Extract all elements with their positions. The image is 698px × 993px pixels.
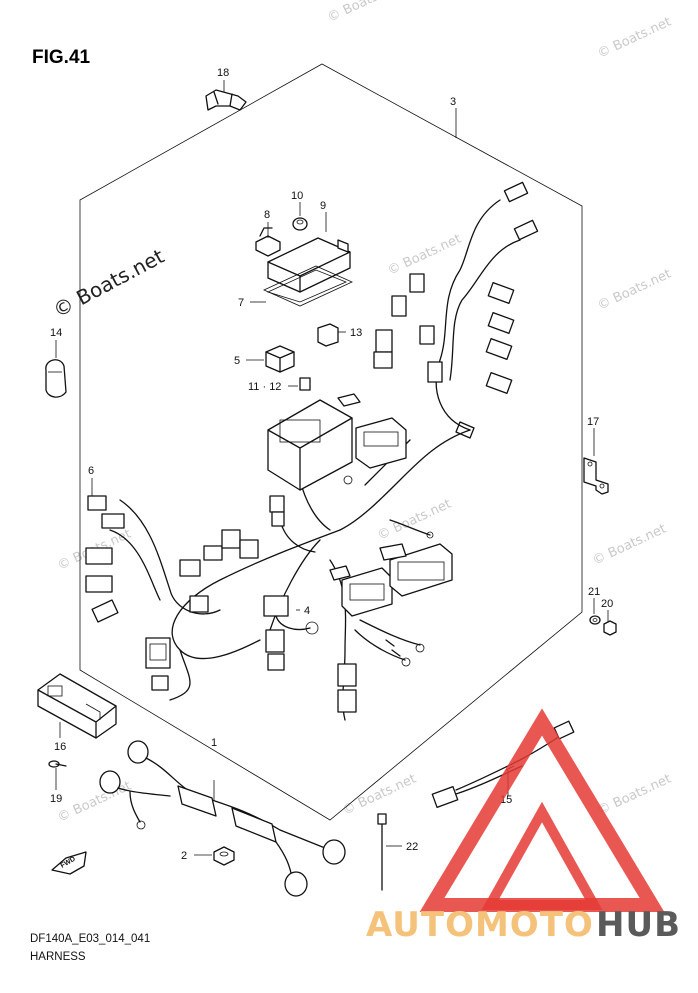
part-17-bracket bbox=[583, 457, 609, 495]
watermark: © Boats.net bbox=[55, 779, 133, 826]
watermark-layer: © Boats.net © Boats.net © Boats.net © Bo… bbox=[49, 0, 673, 826]
callout-4: 4 bbox=[304, 605, 310, 617]
junction-box bbox=[267, 393, 407, 527]
harness-connectors-right bbox=[373, 181, 539, 439]
part-20-nut bbox=[603, 620, 617, 636]
callout-11-12: 11 · 12 bbox=[248, 381, 281, 393]
harness-connectors-lower bbox=[265, 629, 425, 713]
callout-9: 9 bbox=[320, 200, 326, 212]
watermark: © Boats.net bbox=[595, 15, 673, 62]
figure-title: FIG.41 bbox=[32, 47, 91, 68]
callout-3: 3 bbox=[450, 96, 456, 108]
fwd-arrow-icon: FWD bbox=[51, 851, 87, 875]
callout-10: 10 bbox=[291, 190, 303, 202]
part-22-cable-tie bbox=[377, 813, 387, 891]
leader-lines bbox=[55, 80, 609, 856]
assembly-frame bbox=[79, 63, 583, 821]
brand-logo: AUTOMOTO HUB bbox=[366, 708, 681, 945]
harness-connectors-left bbox=[85, 495, 259, 691]
callout-16: 16 bbox=[54, 741, 66, 753]
watermark: © Boats.net bbox=[385, 232, 463, 279]
ecu-connectors bbox=[329, 519, 453, 617]
part-2-nut bbox=[213, 846, 235, 866]
footer-code: DF140A_E03_014_041 bbox=[30, 933, 150, 945]
part-10-grommet bbox=[292, 217, 308, 231]
callout-18: 18 bbox=[217, 67, 229, 79]
callout-1: 1 bbox=[211, 737, 217, 749]
part-7-gasket bbox=[263, 265, 353, 307]
watermark: © Boats.net bbox=[595, 772, 673, 819]
callout-8: 8 bbox=[264, 209, 270, 221]
callout-22: 22 bbox=[406, 841, 418, 853]
callout-14: 14 bbox=[50, 327, 62, 339]
logo-text-a: AUTOMOTO bbox=[366, 905, 594, 945]
part-11-12-fuse bbox=[299, 377, 311, 391]
watermark-main: © Boats.net bbox=[49, 244, 168, 323]
callout-2: 2 bbox=[181, 850, 187, 862]
part-5-relay bbox=[265, 345, 295, 373]
callout-7: 7 bbox=[238, 297, 244, 309]
callout-labels: 1 2 3 4 5 6 7 8 9 10 11 · 12 13 14 15 16… bbox=[50, 67, 613, 862]
part-13-relay bbox=[317, 323, 339, 347]
callout-21: 21 bbox=[588, 586, 600, 598]
part-1-sub-harness bbox=[99, 740, 346, 897]
part-21-washer bbox=[589, 615, 601, 625]
part-19-screw bbox=[48, 760, 67, 768]
callout-19: 19 bbox=[50, 793, 62, 805]
footer-name: HARNESS bbox=[30, 951, 86, 963]
part-18-clip bbox=[205, 89, 247, 111]
watermark: © Boats.net bbox=[325, 0, 403, 26]
watermark: © Boats.net bbox=[595, 267, 673, 314]
part-16-holder bbox=[37, 673, 117, 739]
watermark: © Boats.net bbox=[375, 497, 453, 544]
logo-text-b: HUB bbox=[596, 905, 681, 945]
callout-5: 5 bbox=[234, 355, 240, 367]
callout-13: 13 bbox=[350, 327, 362, 339]
part-4-relay bbox=[263, 595, 319, 635]
callout-6: 6 bbox=[88, 465, 94, 477]
watermark: © Boats.net bbox=[590, 522, 668, 569]
part-14-cap bbox=[45, 359, 67, 398]
watermark: © Boats.net bbox=[340, 772, 418, 819]
callout-17: 17 bbox=[587, 416, 599, 428]
callout-20: 20 bbox=[601, 598, 613, 610]
